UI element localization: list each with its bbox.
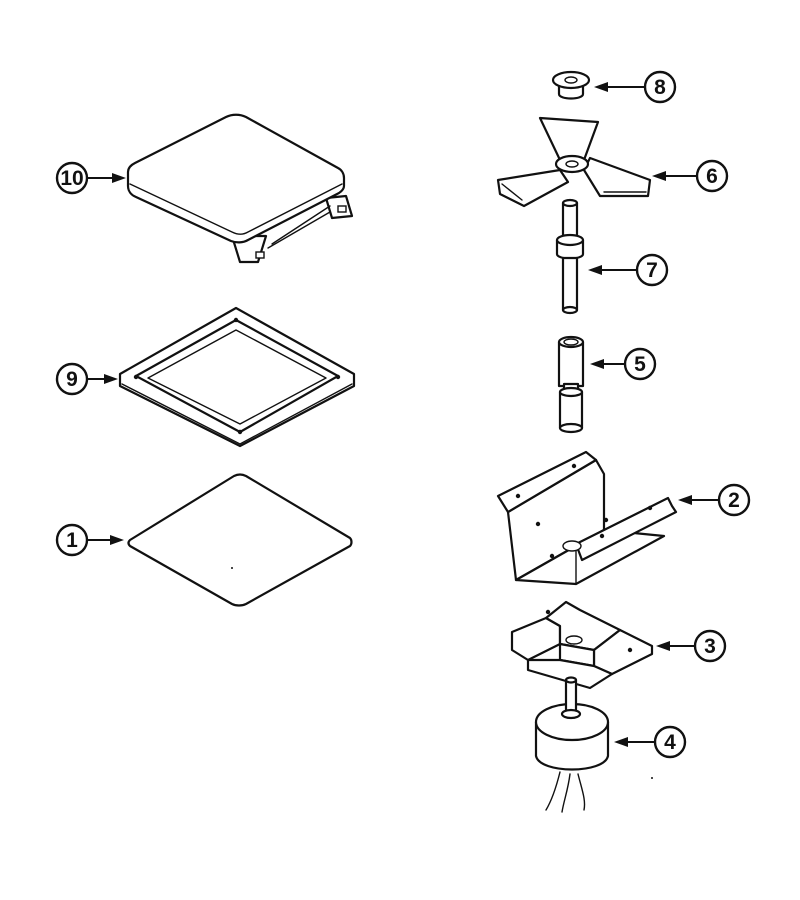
part-7-shaft [555, 198, 585, 315]
callout-1-label: 1 [66, 529, 78, 552]
callout-9-label: 9 [66, 368, 78, 391]
part-9-frame [118, 306, 356, 448]
callout-4: 4 [614, 725, 687, 759]
part-4-motor [534, 676, 610, 813]
part-6-fan-blade [496, 116, 652, 208]
callout-4-label: 4 [664, 731, 676, 754]
callout-7-label: 7 [646, 259, 658, 282]
callout-3: 3 [656, 629, 727, 663]
part-3-mount-plate [510, 600, 654, 690]
callout-8-label: 8 [654, 76, 666, 99]
callout-6-label: 6 [706, 165, 718, 188]
callout-10: 10 [55, 161, 126, 195]
part-5-coupler [557, 335, 585, 434]
part-10-cover [126, 113, 354, 264]
callout-7: 7 [588, 253, 669, 287]
callout-5: 5 [590, 347, 657, 381]
callout-9: 9 [55, 362, 118, 396]
part-8-nut [551, 70, 591, 100]
callout-3-label: 3 [704, 635, 716, 658]
callout-8: 8 [594, 70, 677, 104]
callout-2-label: 2 [728, 489, 740, 512]
part-2-bracket [496, 450, 678, 586]
callout-6: 6 [652, 159, 729, 193]
callout-1: 1 [55, 523, 124, 557]
callout-10-label: 10 [60, 167, 83, 190]
callout-5-label: 5 [634, 353, 646, 376]
part-1-panel [127, 473, 353, 607]
callout-2: 2 [678, 483, 751, 517]
